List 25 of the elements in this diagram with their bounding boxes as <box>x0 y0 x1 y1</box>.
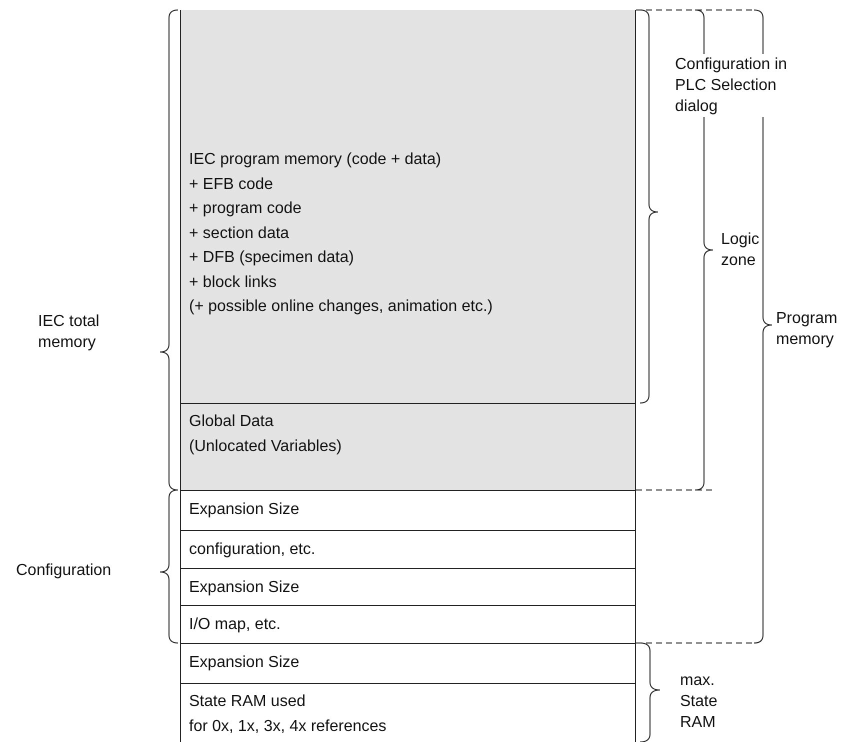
memory-text: I/O map, etc. <box>189 615 282 635</box>
memory-text: Expansion Size <box>189 500 300 520</box>
memory-block <box>180 10 636 404</box>
memory-text: (+ possible online changes, animation etc.) <box>189 297 494 317</box>
memory-text: Expansion Size <box>189 578 300 598</box>
memory-text: Expansion Size <box>189 653 300 673</box>
memory-text: + EFB code <box>189 174 274 194</box>
bracket-label: IEC total memory <box>38 311 100 353</box>
memory-text: for 0x, 1x, 3x, 4x references <box>189 716 388 736</box>
memory-text: Global Data <box>189 412 274 432</box>
memory-text: + block links <box>189 272 278 292</box>
memory-block <box>180 403 636 491</box>
memory-block <box>180 530 636 569</box>
memory-text: + DFB (specimen data) <box>189 248 355 268</box>
memory-block <box>180 490 636 531</box>
memory-text: + program code <box>189 199 303 219</box>
memory-text: configuration, etc. <box>189 540 316 560</box>
memory-block <box>180 568 636 606</box>
memory-block <box>180 643 636 684</box>
memory-text: IEC program memory (code + data) <box>189 150 442 170</box>
memory-block <box>180 683 636 742</box>
memory-text: State RAM used <box>189 692 306 712</box>
memory-text: + section data <box>189 224 290 244</box>
memory-block <box>180 605 636 644</box>
memory-text: (Unlocated Variables) <box>189 436 343 456</box>
